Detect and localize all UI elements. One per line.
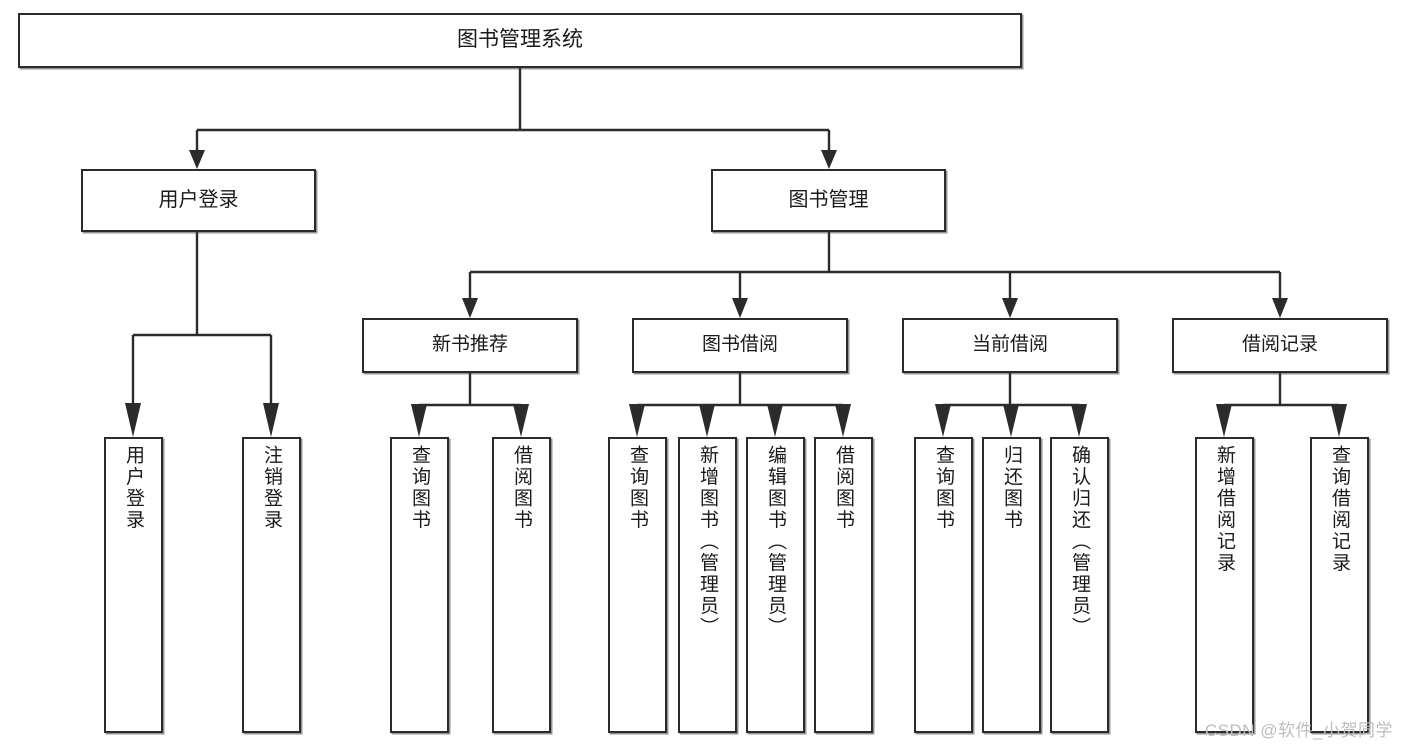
- leaf-book-borrow-edit-label: 编辑图书（管理员）: [765, 445, 786, 639]
- leaf-current-borrow-return-label: 归还图书: [1001, 445, 1022, 531]
- arrow-to-borrow-record: [1272, 298, 1288, 318]
- leaf-book-borrow-query-label: 查询图书: [627, 445, 648, 531]
- arrow-book-borrow-leaf1: [629, 404, 645, 437]
- arrow-to-user-login: [189, 150, 205, 169]
- arrow-borrow-record-leaf2: [1331, 404, 1347, 437]
- arrow-user-login-leaf2: [263, 403, 279, 437]
- leaf-borrow-record-add[interactable]: 新增借阅记录: [1195, 437, 1254, 733]
- node-new-book-recommend-label: 新书推荐: [431, 334, 508, 356]
- arrow-to-current-borrow: [1002, 298, 1018, 318]
- arrow-to-book-borrow: [732, 298, 748, 318]
- arrow-book-borrow-leaf3: [767, 404, 783, 437]
- leaf-new-book-borrow-label: 借阅图书: [511, 445, 532, 531]
- node-user-login-label: 用户登录: [158, 188, 239, 211]
- arrow-to-new-book: [462, 298, 478, 318]
- leaf-borrow-record-add-label: 新增借阅记录: [1214, 445, 1235, 574]
- leaf-current-borrow-confirm[interactable]: 确认归还（管理员）: [1050, 437, 1109, 733]
- leaf-new-book-query[interactable]: 查询图书: [390, 437, 449, 733]
- node-borrow-record[interactable]: 借阅记录: [1172, 318, 1388, 373]
- leaf-book-borrow-borrow[interactable]: 借阅图书: [814, 437, 873, 733]
- arrow-book-borrow-leaf4: [835, 404, 851, 437]
- leaf-book-borrow-edit[interactable]: 编辑图书（管理员）: [746, 437, 805, 733]
- leaf-current-borrow-confirm-label: 确认归还（管理员）: [1069, 445, 1090, 639]
- arrow-user-login-leaf1: [125, 403, 141, 437]
- node-root-system[interactable]: 图书管理系统: [18, 13, 1022, 68]
- arrow-current-borrow-leaf3: [1071, 404, 1087, 437]
- leaf-book-borrow-add-label: 新增图书（管理员）: [697, 445, 718, 639]
- leaf-new-book-borrow[interactable]: 借阅图书: [492, 437, 551, 733]
- leaf-book-borrow-borrow-label: 借阅图书: [833, 445, 854, 531]
- arrow-borrow-record-leaf1: [1216, 404, 1232, 437]
- node-book-borrow-label: 图书借阅: [701, 334, 778, 356]
- node-current-borrow[interactable]: 当前借阅: [902, 318, 1118, 373]
- node-new-book-recommend[interactable]: 新书推荐: [362, 318, 578, 373]
- arrow-current-borrow-leaf1: [935, 404, 951, 437]
- node-current-borrow-label: 当前借阅: [971, 334, 1048, 356]
- leaf-user-login-login[interactable]: 用户登录: [104, 437, 163, 733]
- arrow-new-book-leaf2: [513, 404, 529, 437]
- arrow-to-book-mgmt: [821, 150, 837, 169]
- leaf-borrow-record-query-label: 查询借阅记录: [1329, 445, 1350, 574]
- leaf-book-borrow-add[interactable]: 新增图书（管理员）: [678, 437, 737, 733]
- leaf-user-login-logout-label: 注销登录: [261, 445, 282, 531]
- leaf-current-borrow-query-label: 查询图书: [933, 445, 954, 531]
- arrow-current-borrow-leaf2: [1003, 404, 1019, 437]
- leaf-user-login-logout[interactable]: 注销登录: [242, 437, 301, 733]
- arrow-new-book-leaf1: [411, 404, 427, 437]
- node-borrow-record-label: 借阅记录: [1241, 334, 1318, 356]
- node-book-management[interactable]: 图书管理: [711, 169, 946, 232]
- node-user-login[interactable]: 用户登录: [81, 169, 316, 232]
- node-book-management-label: 图书管理: [788, 188, 869, 211]
- arrow-book-borrow-leaf2: [699, 404, 715, 437]
- leaf-user-login-login-label: 用户登录: [123, 445, 144, 531]
- node-book-borrow[interactable]: 图书借阅: [632, 318, 848, 373]
- csdn-watermark: CSDN @软件_小贺同学: [1204, 721, 1393, 740]
- node-root-system-label: 图书管理系统: [457, 28, 583, 52]
- leaf-borrow-record-query[interactable]: 查询借阅记录: [1310, 437, 1369, 733]
- leaf-current-borrow-return[interactable]: 归还图书: [982, 437, 1041, 733]
- leaf-new-book-query-label: 查询图书: [409, 445, 430, 531]
- leaf-book-borrow-query[interactable]: 查询图书: [608, 437, 667, 733]
- leaf-current-borrow-query[interactable]: 查询图书: [914, 437, 973, 733]
